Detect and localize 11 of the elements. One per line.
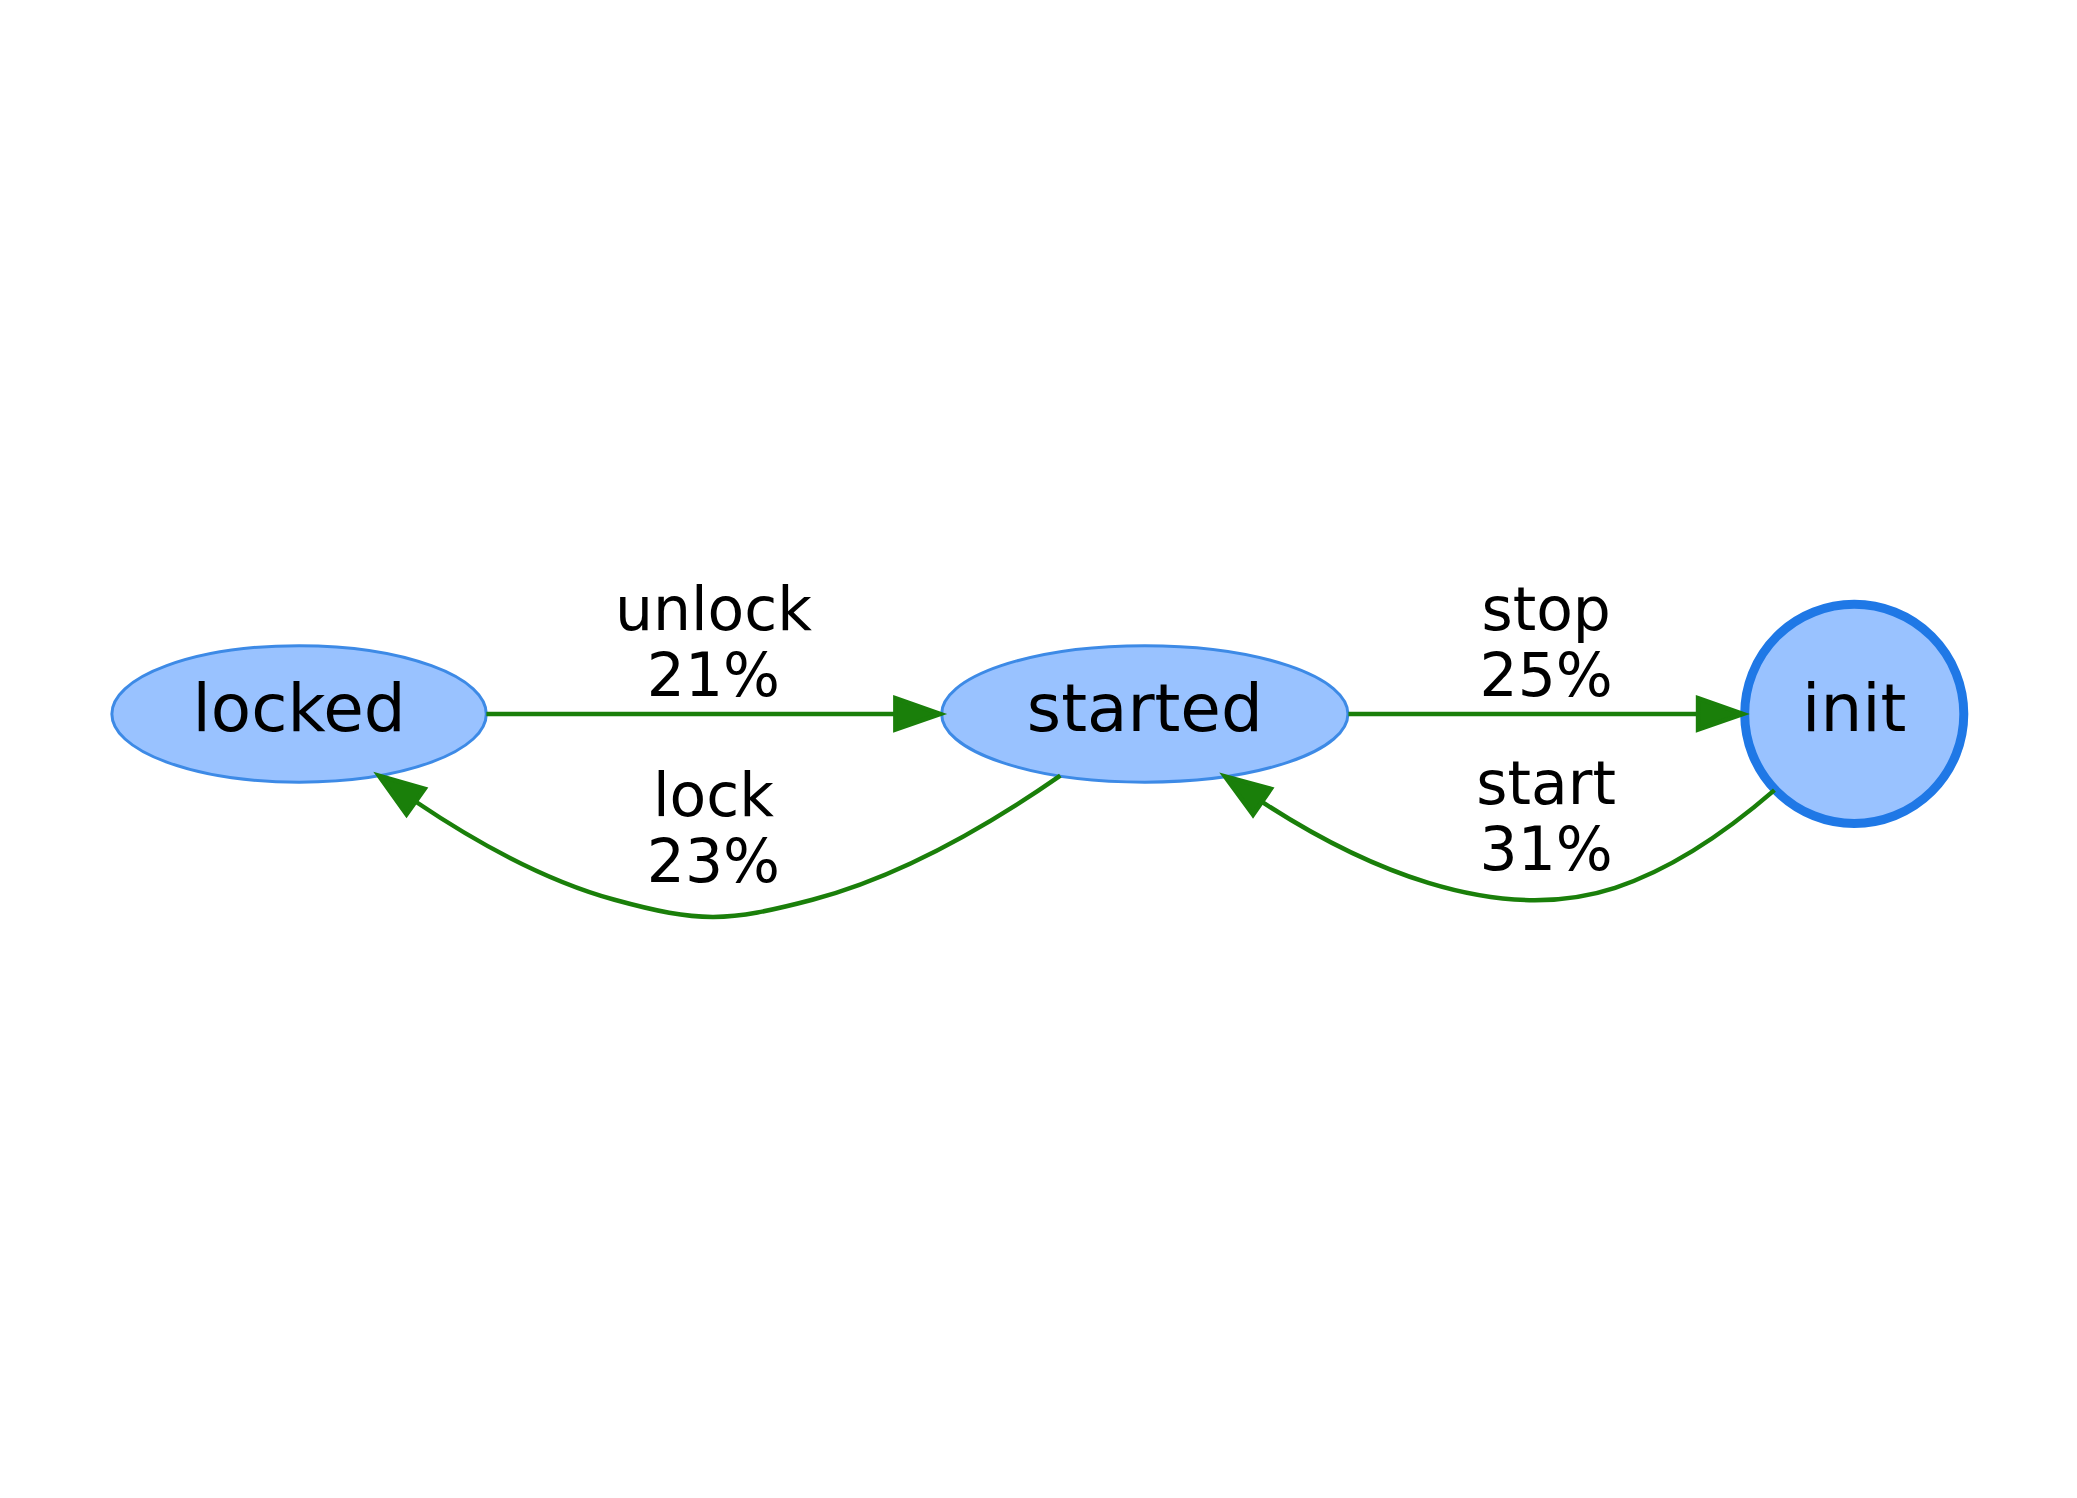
edge-label: start 31%: [1476, 747, 1616, 884]
edge-label: stop 25%: [1479, 573, 1613, 710]
node-ellipse: started: [940, 643, 1350, 784]
arrow: [1348, 694, 1750, 733]
edge-label: lock 23%: [646, 759, 781, 896]
edge-label: unlock 21%: [614, 573, 812, 710]
arrow: [1219, 771, 1776, 902]
arrow: [486, 694, 948, 733]
arrow: [373, 771, 1062, 919]
node-ellipse: locked: [110, 643, 488, 784]
node-circle: init: [1740, 599, 1969, 828]
